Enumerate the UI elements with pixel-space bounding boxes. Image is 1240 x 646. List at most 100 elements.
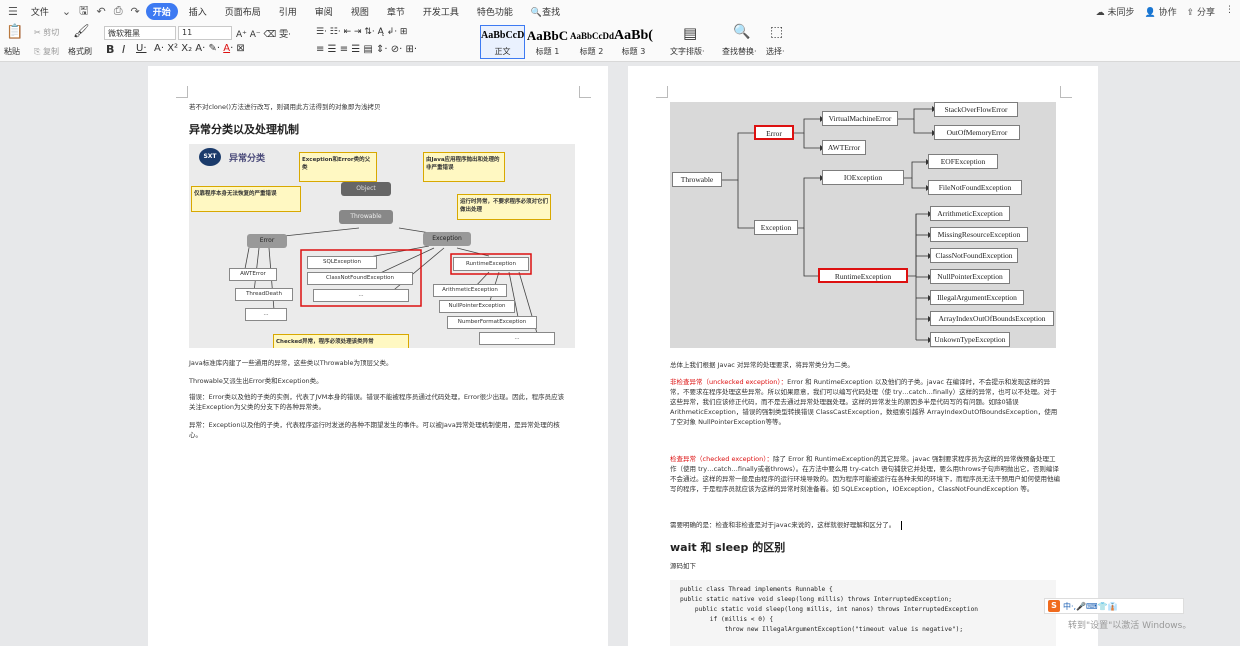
wait-sleep-heading: wait 和 sleep 的区别 [670,541,786,554]
style-heading-3[interactable]: AaBb(标题 3 [614,28,653,56]
node-runtime: RuntimeException [453,257,529,271]
font-select[interactable]: 微软雅黑 [104,26,176,40]
text-layout-button[interactable]: 文字排版· [670,47,705,56]
format-painter-button[interactable]: 格式刷 [68,47,92,56]
menu-item-start[interactable]: 开始 [145,2,178,20]
tree-node-stackoverflow: StackOverFlowError [934,102,1018,117]
tree-node-leaf: MissingResourceException [930,227,1028,242]
margin-corner [579,86,591,98]
menu-item-reference[interactable]: 引用 [278,7,297,18]
code-line: public static void sleep(long millis, in… [680,606,979,613]
ime-status: 中·,🎤⌨👕👔 [1063,601,1118,611]
paste-button[interactable]: 粘贴 [4,47,20,56]
undo-icon[interactable]: ↶ [96,4,106,18]
search-menu[interactable]: 🔍查找 [530,7,561,18]
menu-item-features[interactable]: 特色功能 [476,7,513,18]
callout-nonserious: 由Java应用程序抛出和处理的非严重错误 [423,152,505,182]
tree-node-runtime: RuntimeException [818,268,908,283]
node-runtime-dots: ... [479,332,555,345]
tree-node-outofmemory: OutOfMemoryError [934,125,1020,140]
redo-icon[interactable]: ↷ [130,4,140,18]
copy-button[interactable]: ⎘ 复制 [34,47,59,56]
paragraph: Java标准库内建了一些通用的异常，这些类以Throwable为顶层父类。 [189,359,393,367]
text-effects-icons[interactable]: A· X² X₂ A· ✎· A· ⊠ [154,43,245,54]
underline-icon[interactable]: U· [136,43,147,54]
hamburger-icon[interactable]: ☰ [8,4,18,18]
ribbon: 📋 粘贴 ✂ 剪切 ⎘ 复制 🖌 格式刷 微软雅黑 11 A⁺ A⁻ ⌫ 雯· … [0,22,1240,62]
format-painter-icon[interactable]: 🖌 [73,24,90,39]
checked-title: 检查异常（checked exception）： [670,455,774,463]
menu-item-view[interactable]: 视图 [350,7,369,18]
margin-corner [1060,86,1072,98]
find-replace-button[interactable]: 查找替换· [722,47,757,56]
checked-paragraph: 检查异常（checked exception）：除了 Error 和 Runti… [670,454,1060,514]
tree-node-leaf: ClassNotFoundException [930,248,1018,263]
source-label: 源码如下 [670,562,696,570]
menu-bar: ☰ 文件 ⌄ 🖫 ↶ ⎙ ↷ 开始 插入 页面布局 引用 审阅 视图 章节 开发… [0,0,1240,22]
collab-button[interactable]: 👤 协作 [1144,7,1177,18]
node-error: Error [247,234,287,248]
node-throwable: Throwable [339,210,393,224]
section-heading: 异常分类以及处理机制 [189,123,299,136]
code-line: public static native void sleep(long mil… [680,596,952,603]
italic-icon[interactable]: I [122,43,126,56]
share-button[interactable]: ⇪ 分享 [1186,7,1215,18]
menu-item-review[interactable]: 审阅 [314,7,333,18]
menu-file[interactable]: 文件 [30,7,49,18]
document-page-right[interactable]: Throwable Error Exception VirtualMachine… [628,66,1098,646]
node-error-dots: ... [245,308,287,321]
tree-node-leaf: ArrithmeticException [930,206,1010,221]
list-icons[interactable]: ☰· ☷· ⇤ ⇥ ⇅· Ą ↲· ⊞ [316,27,408,37]
sync-button[interactable]: ☁ 未同步 [1095,7,1135,18]
code-line: public class Thread implements Runnable … [680,586,833,593]
unchecked-body: Error 和 RuntimeException 以及他们的子类。javac 在… [670,378,1058,426]
tree-node-leaf: ArrayIndexOutOfBoundsException [930,311,1054,326]
chevron-down-icon[interactable]: ⌄ [61,4,72,18]
text-cursor [901,520,903,530]
margin-corner [656,86,668,98]
document-page-left[interactable]: 若不对clone()方法进行改写，则调用此方法得到的对象即为浅拷贝 异常分类以及… [148,66,608,646]
note-text: 需要明确的是：检查和非检查是对于javac来说的，这样就很好理解和区分了。 [670,520,1060,530]
paragraph: 异常：Exception以及他的子类，代表程序运行时发送的各种不期望发生的事件。… [189,421,560,439]
tree-node-error: Error [754,125,794,140]
paste-icon[interactable]: 📋 [6,24,24,40]
tree-node-filenotfound: FileNotFoundException [928,180,1022,195]
paragraph: 错误：Error类以及他的子类的实例，代表了JVM本身的错误。错误不能被程序员通… [189,393,565,411]
cut-button[interactable]: ✂ 剪切 [34,28,60,37]
node-awterror: AWTError [229,268,277,281]
callout-runtime: 运行时异常，不要求程序必须对它们做出处理 [457,194,551,220]
tree-node-eof: EOFException [928,154,998,169]
find-icon: 🔍 [733,24,751,40]
font-size-select[interactable]: 11 [178,26,232,40]
margin-corner [176,86,188,98]
select-icon: ⬚ [770,24,784,40]
unchecked-paragraph: 非检查异常（unckecked exception）：Error 和 Runti… [670,377,1060,443]
diagram-title: 异常分类 [229,154,266,164]
print-icon[interactable]: ⎙ [113,4,123,17]
menu-item-chapter[interactable]: 章节 [386,7,405,18]
node-arithmetic: ArithmeticException [433,284,507,297]
text-layout-icon: ▤ [683,24,698,42]
callout-parent: Exception和Error类的父类 [299,152,377,182]
code-block: public class Thread implements Runnable … [670,580,1056,646]
unchecked-title: 非检查异常（unckecked exception）： [670,378,788,386]
select-button[interactable]: 选择· [766,47,785,56]
font-grow-icons[interactable]: A⁺ A⁻ ⌫ 雯· [236,30,291,40]
menu-item-devtools[interactable]: 开发工具 [422,7,459,18]
menu-item-layout[interactable]: 页面布局 [224,7,261,18]
node-dots: ... [313,289,409,302]
ime-toolbar[interactable]: S 中·,🎤⌨👕👔 [1044,598,1184,614]
exception-tree-image: Throwable Error Exception VirtualMachine… [670,102,1056,348]
align-icons[interactable]: ≡ ☰ ≡ ☰ ▤ ⇕· ⊘· ⊞· [316,44,418,55]
menu-item-insert[interactable]: 插入 [188,7,207,18]
more-icon[interactable]: ⋮ [1225,4,1234,15]
callout-serious: 仅靠程序本身无法恢复的严重错误 [191,186,301,212]
sxt-logo: SXT [199,148,221,166]
node-sql: SQLException [307,256,377,269]
save-icon[interactable]: 🖫 [79,3,89,17]
bold-icon[interactable]: B [106,43,115,56]
tree-node-awt: AWTError [822,140,866,155]
